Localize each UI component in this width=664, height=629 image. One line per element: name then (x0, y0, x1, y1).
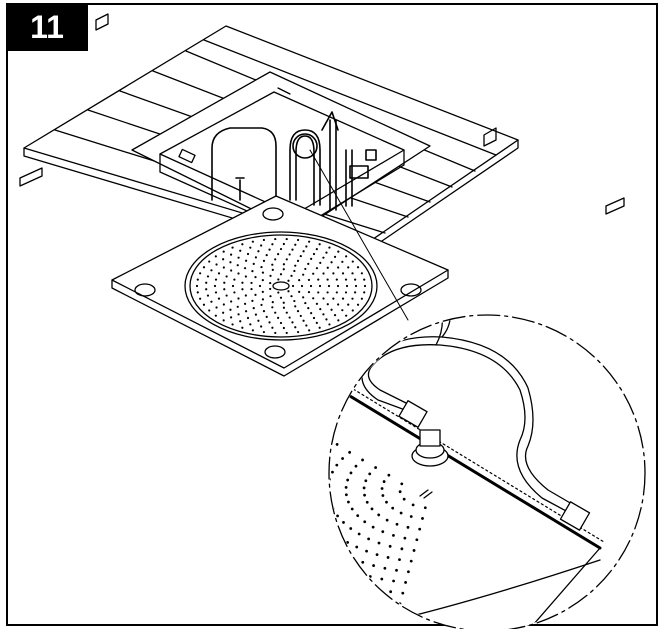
step-number: 11 (30, 8, 64, 45)
shower-head-plate (111, 195, 449, 377)
step-number-badge: 11 (6, 3, 88, 51)
ceiling-opening (131, 71, 431, 233)
supply-hoses (211, 111, 377, 211)
detail-view (328, 314, 646, 629)
nozzle-pattern (195, 237, 367, 335)
detail-leader-line (309, 149, 409, 321)
